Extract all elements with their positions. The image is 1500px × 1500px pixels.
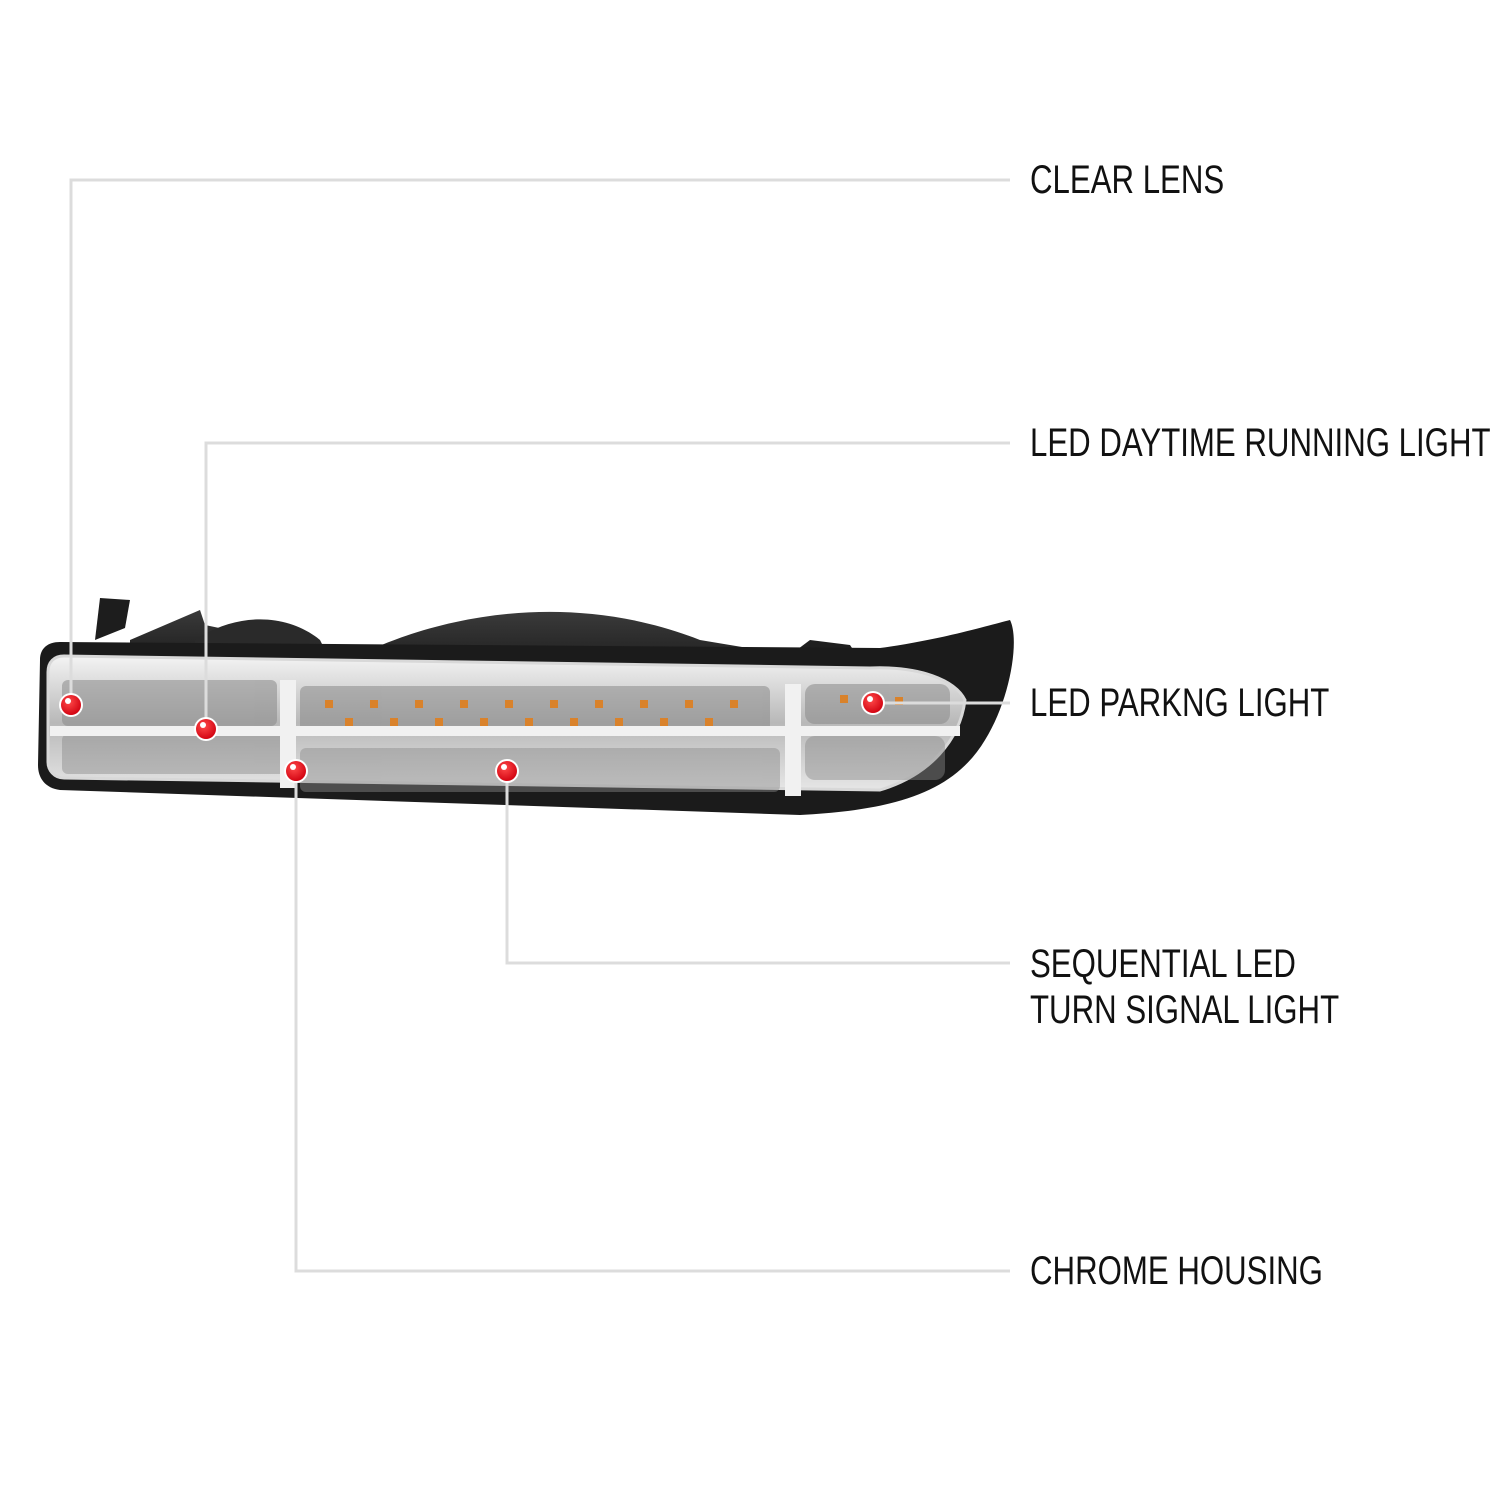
upper-led-row xyxy=(62,680,950,734)
label-clear-lens: CLEAR LENS xyxy=(1030,158,1225,202)
callout-line-drl xyxy=(204,441,1010,729)
callout-line-chrome-housing xyxy=(294,771,1010,1273)
callout-dot-sequential xyxy=(495,759,519,783)
callout-line-sequential xyxy=(505,771,1010,965)
callout-dots xyxy=(59,691,885,783)
callout-lines xyxy=(69,178,1010,1273)
callout-dot-chrome-housing xyxy=(284,759,308,783)
amber-led-chips xyxy=(325,695,903,726)
label-led-daytime-running-light: LED DAYTIME RUNNING LIGHT xyxy=(1030,421,1491,465)
label-sequential-led: SEQUENTIAL LED xyxy=(1030,942,1296,986)
label-led-parking-light: LED PARKNG LIGHT xyxy=(1030,681,1330,725)
chrome-dividers xyxy=(50,680,960,796)
callout-dot-clear-lens xyxy=(59,693,83,717)
lower-led-row xyxy=(62,734,945,792)
label-chrome-housing: CHROME HOUSING xyxy=(1030,1249,1323,1293)
callout-line-clear-lens xyxy=(69,178,1010,705)
label-turn-signal-light: TURN SIGNAL LIGHT xyxy=(1030,988,1340,1032)
callout-dot-drl xyxy=(194,717,218,741)
callout-dot-parking xyxy=(861,691,885,715)
